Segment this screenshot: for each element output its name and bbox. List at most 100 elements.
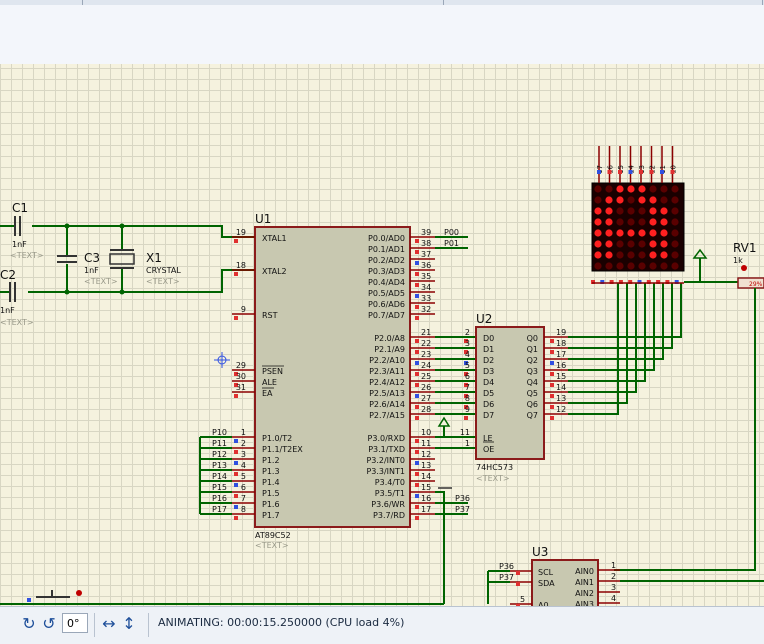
junction-dot bbox=[64, 289, 70, 295]
mirror-vertical-icon[interactable]: ↕ bbox=[122, 614, 136, 633]
u1-pin-num: 7 bbox=[241, 494, 246, 503]
u1-pin-num: 27 bbox=[421, 394, 431, 403]
pin-state-marker bbox=[649, 170, 654, 174]
pin-state-marker bbox=[234, 450, 238, 454]
led-dot bbox=[616, 218, 624, 226]
wire bbox=[568, 283, 646, 382]
u2-pin-num: 12 bbox=[556, 405, 566, 414]
schematic-drawing[interactable]: C11nF<TEXT>C21nF<TEXT>C31nF<TEXT>X1CRYST… bbox=[0, 64, 764, 606]
u1-pin-name: EA bbox=[262, 389, 273, 398]
led-dot bbox=[649, 229, 657, 237]
tab-segment[interactable] bbox=[238, 0, 444, 5]
u1-pin-name: P0.4/AD4 bbox=[368, 278, 405, 287]
p1-net-label: P13 bbox=[212, 461, 227, 470]
c3-ref: C3 bbox=[84, 251, 100, 265]
u1-pin-num: 39 bbox=[421, 228, 431, 237]
wire bbox=[28, 269, 255, 293]
u2-pin-num: 2 bbox=[465, 328, 470, 337]
led-dot bbox=[605, 218, 613, 226]
pin-state-marker bbox=[550, 416, 554, 420]
pin-state-marker bbox=[516, 582, 520, 586]
rotation-angle-input[interactable]: 0° bbox=[62, 613, 88, 633]
x1-ref: X1 bbox=[146, 251, 162, 265]
pin-state-marker bbox=[660, 170, 664, 174]
u1-pin-num: 1 bbox=[241, 428, 246, 437]
u2-pin-name: D4 bbox=[483, 378, 494, 387]
pin-state-marker bbox=[415, 416, 419, 420]
u2-pin-name: Q4 bbox=[527, 378, 538, 387]
rotate-counterclockwise-icon[interactable]: ↺ bbox=[42, 614, 56, 633]
led-dot bbox=[594, 218, 602, 226]
u1-pin-name: XTAL2 bbox=[262, 267, 287, 276]
simulation-status: ANIMATING: 00:00:15.250000 (CPU load 4%) bbox=[158, 616, 405, 629]
rv1-wiper-marker bbox=[741, 265, 747, 271]
u2-pin-num: 7 bbox=[465, 383, 470, 392]
pin-state-marker bbox=[464, 405, 468, 409]
pin-state-marker bbox=[415, 239, 419, 243]
pin-state-marker bbox=[464, 383, 468, 387]
u2-pin-num: 11 bbox=[460, 428, 470, 437]
u1-pin-name: P0.7/AD7 bbox=[368, 311, 405, 320]
u2-pin-num: 9 bbox=[465, 405, 470, 414]
pin-state-marker bbox=[637, 280, 642, 284]
x1-text: <TEXT> bbox=[146, 277, 180, 286]
pin-state-marker bbox=[415, 505, 419, 509]
pin-state-marker bbox=[464, 361, 468, 365]
pin-state-marker bbox=[550, 405, 554, 409]
junction-dot bbox=[119, 223, 125, 229]
u2-pin-name: Q0 bbox=[527, 334, 538, 343]
u1-pin-num: 32 bbox=[421, 305, 431, 314]
u1-pin-num: 2 bbox=[241, 439, 246, 448]
p1-net-label: P10 bbox=[212, 428, 227, 437]
u3-pin-name: AIN2 bbox=[575, 589, 594, 598]
matrix-pin-label: 13 bbox=[638, 165, 646, 174]
p1-net-label: P15 bbox=[212, 483, 227, 492]
u1-text: <TEXT> bbox=[255, 541, 289, 550]
p1-net-label: P17 bbox=[212, 505, 227, 514]
u2-text: <TEXT> bbox=[476, 474, 510, 483]
mirror-horizontal-icon[interactable]: ↔ bbox=[102, 614, 116, 633]
u2-pin-num: 4 bbox=[465, 350, 470, 359]
led-dot bbox=[671, 207, 679, 215]
u2-pin-num: 14 bbox=[556, 383, 566, 392]
c3-value: 1nF bbox=[84, 266, 99, 275]
u1-pin-num: 35 bbox=[421, 272, 431, 281]
u1-pin-num: 36 bbox=[421, 261, 431, 270]
led-dot bbox=[627, 218, 635, 226]
p1-net-label: P16 bbox=[212, 494, 227, 503]
pin-state-marker bbox=[600, 280, 605, 284]
pin-state-marker bbox=[234, 461, 238, 465]
u1-pin-name: P1.1/T2EX bbox=[262, 445, 303, 454]
p3-net-label: P37 bbox=[455, 505, 470, 514]
pin-state-marker bbox=[618, 280, 623, 284]
u1-pin-num: 6 bbox=[241, 483, 246, 492]
wire bbox=[568, 283, 655, 371]
wire bbox=[568, 283, 637, 393]
wire bbox=[568, 283, 664, 360]
pin-state-marker bbox=[591, 280, 595, 284]
pin-state-marker bbox=[550, 383, 554, 387]
led-dot bbox=[660, 207, 668, 215]
pin-state-marker bbox=[516, 604, 520, 606]
u1-part: AT89C52 bbox=[255, 531, 291, 540]
p1-net-label: P14 bbox=[212, 472, 227, 481]
u1-pin-num: 21 bbox=[421, 328, 431, 337]
u3-pin-num: 5 bbox=[520, 595, 525, 604]
led-dot bbox=[627, 196, 635, 204]
rotate-clockwise-icon[interactable]: ↻ bbox=[22, 614, 36, 633]
led-dot bbox=[594, 262, 602, 270]
u1-pin-name: P0.5/AD5 bbox=[368, 289, 405, 298]
u2-pin-name: Q6 bbox=[527, 400, 538, 409]
p1-net-label: P11 bbox=[212, 439, 227, 448]
power-arrow bbox=[692, 248, 708, 259]
u2-pin-num: 6 bbox=[465, 372, 470, 381]
u2-pin-name: D1 bbox=[483, 345, 494, 354]
tab-segment[interactable] bbox=[444, 0, 763, 5]
pin-state-marker bbox=[415, 250, 419, 254]
u2-body bbox=[475, 326, 545, 460]
u2-pin-name: D7 bbox=[483, 411, 494, 420]
u1-pin-name: P1.3 bbox=[262, 467, 280, 476]
tab-segment[interactable] bbox=[0, 0, 83, 5]
u1-pin-num: 17 bbox=[421, 505, 431, 514]
